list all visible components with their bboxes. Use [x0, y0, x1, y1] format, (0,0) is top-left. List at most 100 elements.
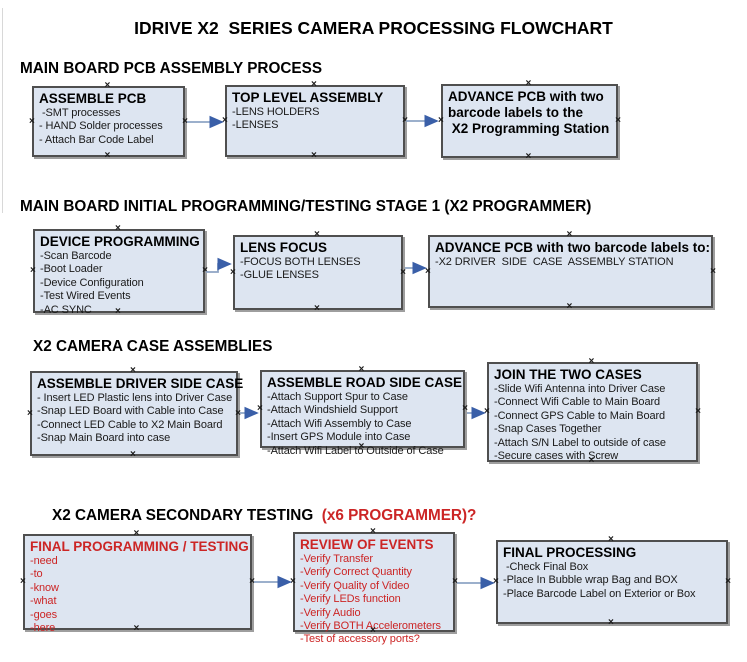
- connection-point-icon: ×: [104, 150, 111, 161]
- box-item: -Verify LEDs function: [300, 593, 401, 606]
- connection-point-icon: ×: [130, 449, 136, 460]
- connection-point-icon: ×: [358, 364, 365, 375]
- connection-point-icon: ×: [29, 115, 35, 127]
- box-item: -Place Barcode Label on Exterior or Box: [503, 587, 696, 600]
- box-items: -Verify Transfer-Verify Correct Quantity…: [300, 553, 449, 647]
- box-items: -LENS HOLDERS-LENSES: [232, 106, 399, 133]
- box-item: -Verify Transfer: [300, 553, 373, 565]
- box-item: -Attach Wifi Label to Outside of Case: [267, 444, 444, 457]
- connection-point-icon: ×: [525, 151, 532, 162]
- box-item: -Connect LED Cable to X2 Main Board: [37, 418, 223, 431]
- box-items: -X2 DRIVER SIDE CASE ASSEMBLY STATION: [435, 256, 707, 269]
- box-item: -Attach Wifi Assembly to Case: [267, 417, 412, 430]
- box-items: -FOCUS BOTH LENSES-GLUE LENSES: [240, 256, 397, 283]
- box-item: -Check Final Box: [503, 561, 589, 573]
- connection-point-icon: ×: [462, 403, 468, 414]
- box-item: -LENSES: [232, 119, 279, 132]
- box-item: -Scan Barcode: [40, 250, 112, 262]
- box-item: -Snap Cases Together: [494, 423, 602, 436]
- section-header-secondary-testing: X2 CAMERA SECONDARY TESTING (x6 PROGRAMM…: [35, 489, 476, 543]
- box-item: -SMT processes: [39, 107, 121, 119]
- box-assemble-driver-side-case: ASSEMBLE DRIVER SIDE CASE - Insert LED P…: [27, 366, 244, 460]
- page-edge-line: [2, 8, 3, 213]
- section-header-red-text: (x6 PROGRAMMER)?: [313, 507, 477, 524]
- box-title: FINAL PROCESSING: [503, 545, 637, 560]
- connection-point-icon: ×: [235, 407, 241, 419]
- box-item: -Attach S/N Label to outside of case: [494, 436, 666, 449]
- connection-point-icon: ×: [710, 265, 716, 277]
- box-item: -Snap Main Board into case: [37, 432, 171, 445]
- box-items: -Attach Support Spur to Case-Attach Wind…: [267, 391, 459, 458]
- connection-point-icon: ×: [314, 229, 320, 240]
- connection-point-icon: ×: [452, 576, 458, 587]
- box-item: -Test of accessory ports?: [300, 633, 420, 646]
- connection-point-icon: ×: [20, 576, 26, 587]
- box-item: -X2 DRIVER SIDE CASE ASSEMBLY STATION: [435, 256, 674, 268]
- connection-point-icon: ×: [566, 229, 573, 240]
- box-title: ADVANCE PCB with two barcode labels to t…: [448, 89, 610, 136]
- connection-point-icon: ×: [484, 406, 490, 417]
- section-header-pcb-assembly: MAIN BOARD PCB ASSEMBLY PROCESS: [20, 60, 323, 77]
- box-item: -Attach Windshield Support: [267, 404, 398, 417]
- connection-point-icon: ×: [608, 617, 614, 628]
- connection-point-icon: ×: [222, 115, 228, 126]
- box-join-the-two-cases: JOIN THE TWO CASES -Slide Wifi Antenna i…: [484, 357, 701, 466]
- connection-point-icon: ×: [615, 115, 621, 126]
- box-advance-pcb-programming-station: ADVANCE PCB with two barcode labels to t…: [438, 79, 621, 162]
- box-item: -here: [30, 622, 56, 635]
- box-items: -Scan Barcode-Boot Loader-Device Configu…: [40, 250, 199, 317]
- connection-point-icon: ×: [311, 150, 317, 161]
- box-final-programming-testing: FINAL PROGRAMMING / TESTING -need-to-kno…: [20, 529, 255, 635]
- connection-point-icon: ×: [257, 403, 263, 414]
- box-item: -Snap LED Board with Cable into Case: [37, 405, 224, 418]
- connection-point-icon: ×: [130, 365, 136, 376]
- connection-point-icon: ×: [400, 266, 406, 278]
- box-item: -Verify BOTH Accelerometers: [300, 620, 441, 633]
- connection-point-icon: ×: [27, 407, 33, 419]
- box-item: -Verify Correct Quantity: [300, 566, 412, 579]
- connection-point-icon: ×: [493, 576, 499, 587]
- connection-point-icon: ×: [402, 115, 408, 126]
- box-item: -Verify Quality of Video: [300, 579, 410, 592]
- box-item: -GLUE LENSES: [240, 269, 319, 282]
- box-top-level-assembly: TOP LEVEL ASSEMBLY -LENS HOLDERS-LENSES …: [222, 80, 408, 161]
- box-title: ASSEMBLE PCB: [39, 91, 147, 106]
- box-item: -Place In Bubble wrap Bag and BOX: [503, 574, 678, 587]
- connection-point-icon: ×: [525, 78, 532, 89]
- box-item: -Attach Support Spur to Case: [267, 391, 408, 403]
- connection-point-icon: ×: [725, 576, 731, 587]
- connection-point-icon: ×: [588, 356, 595, 367]
- box-title: ADVANCE PCB with two barcode labels to:: [435, 240, 711, 255]
- connection-point-icon: ×: [695, 406, 701, 417]
- box-item: - HAND Solder processes: [39, 120, 163, 133]
- box-title: REVIEW OF EVENTS: [300, 537, 434, 552]
- box-item: -goes: [30, 608, 58, 621]
- box-item: -FOCUS BOTH LENSES: [240, 256, 361, 268]
- connection-point-icon: ×: [30, 265, 36, 276]
- box-items: - Insert LED Plastic lens into Driver Ca…: [37, 392, 232, 446]
- box-items: -Slide Wifi Antenna into Driver Case-Con…: [494, 383, 692, 463]
- connection-point-icon: ×: [202, 265, 208, 276]
- box-device-programming: DEVICE PROGRAMMING -Scan Barcode-Boot Lo…: [30, 224, 208, 317]
- box-item: -AC SYNC: [40, 303, 92, 316]
- box-item: -Connect GPS Cable to Main Board: [494, 409, 666, 422]
- box-item: -what: [30, 595, 57, 608]
- page-title: IDRIVE X2 SERIES CAMERA PROCESSING FLOWC…: [134, 18, 613, 38]
- box-title: JOIN THE TWO CASES: [494, 367, 642, 382]
- box-item: -Test Wired Events: [40, 290, 131, 303]
- box-title: FINAL PROGRAMMING / TESTING: [30, 539, 249, 554]
- box-title: ASSEMBLE DRIVER SIDE CASE: [37, 376, 244, 391]
- box-final-processing: FINAL PROCESSING -Check Final Box-Place …: [493, 535, 731, 628]
- flow-arrow: [206, 257, 232, 273]
- box-item: - Attach Bar Code Label: [39, 133, 154, 146]
- box-item: -Connect Wifi Cable to Main Board: [494, 396, 661, 409]
- connection-point-icon: ×: [290, 576, 296, 587]
- box-lens-focus: LENS FOCUS -FOCUS BOTH LENSES-GLUE LENSE…: [230, 230, 406, 314]
- box-items: -SMT processes- HAND Solder processes- A…: [39, 107, 179, 147]
- box-title: LENS FOCUS: [240, 240, 328, 255]
- box-title: TOP LEVEL ASSEMBLY: [232, 90, 384, 105]
- box-title: ASSEMBLE ROAD SIDE CASE: [267, 375, 463, 390]
- connection-point-icon: ×: [438, 115, 444, 126]
- box-review-of-events: REVIEW OF EVENTS -Verify Transfer-Verify…: [290, 527, 458, 646]
